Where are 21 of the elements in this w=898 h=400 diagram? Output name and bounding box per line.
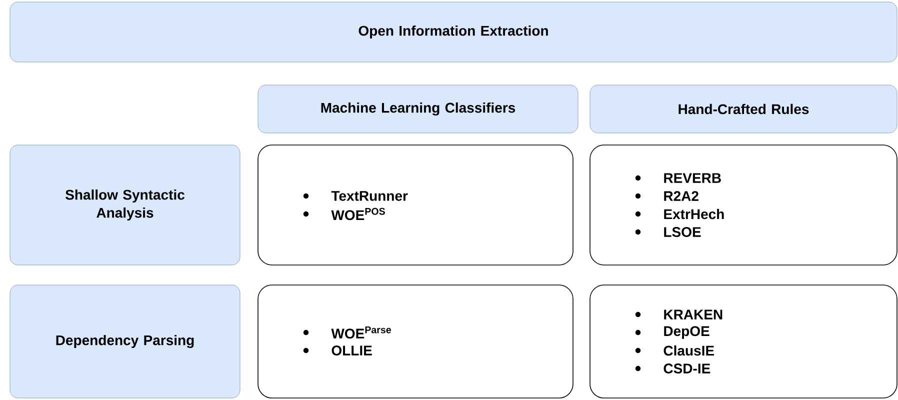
- list-box: [258, 144, 574, 266]
- list-box: [590, 144, 898, 266]
- list-item: WOE$^{POS}$: [331, 208, 385, 220]
- list-box: [590, 284, 898, 398]
- header-box: Dependency Parsing: [10, 284, 240, 398]
- list-item: CSD-IE: [664, 364, 710, 374]
- list-item: ExtrHech: [664, 208, 724, 220]
- list-item: LSOE: [664, 227, 701, 237]
- header-box: Hand-Crafted Rules: [590, 84, 898, 134]
- list-item: ClausIE: [664, 345, 714, 356]
- list-item: TextRunner: [331, 191, 408, 201]
- list-item: DepOE: [664, 326, 710, 339]
- list-item: KRAKEN: [664, 310, 722, 320]
- list-item: OLLIE: [332, 346, 372, 356]
- header-box: Shallow Syntactic Analysis: [10, 144, 240, 266]
- list-item: REVERB: [664, 173, 721, 183]
- list-item: WOE$^{Parse}$: [331, 326, 391, 339]
- list-box: [258, 284, 574, 398]
- list-item: R2A2: [664, 191, 698, 201]
- header-box: Machine Learning Classifiers: [258, 84, 578, 134]
- header-box: Open Information Extraction: [10, 2, 898, 62]
